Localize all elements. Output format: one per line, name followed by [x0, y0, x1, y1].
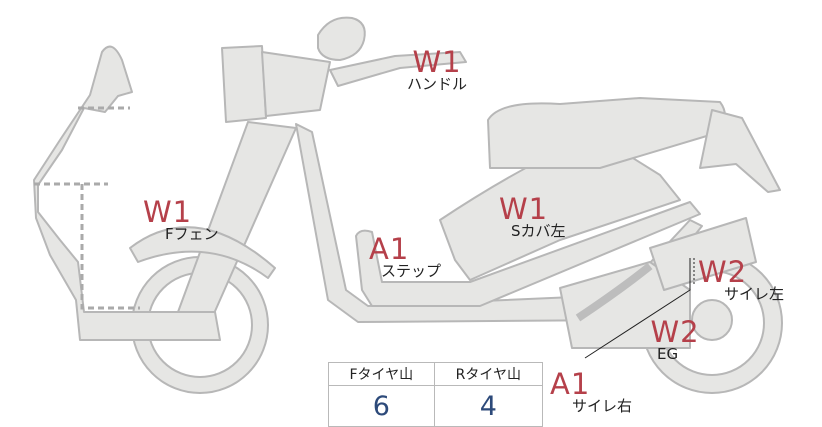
damage-code: W2 — [698, 255, 748, 289]
mirror — [317, 16, 366, 61]
label-engine: W2 EG — [645, 318, 705, 362]
front-tire-header: Fタイヤ山 — [328, 362, 435, 386]
part-name: Fフェン — [165, 225, 219, 243]
part-name: ハンドル — [406, 75, 467, 93]
label-step: A1 ステップ — [365, 235, 465, 279]
tire-tread-table: Fタイヤ山 Rタイヤ山 6 4 — [328, 362, 544, 427]
front-body — [33, 45, 221, 341]
part-name: サイレ左 — [724, 285, 785, 303]
part-name: ステップ — [381, 262, 442, 280]
engine — [559, 261, 691, 349]
damage-code: A1 — [550, 367, 591, 401]
damage-code: A1 — [369, 232, 410, 266]
step-floor — [355, 201, 701, 307]
front-fender — [129, 226, 276, 279]
rear-tire-value: 4 — [433, 385, 544, 427]
handlebar — [329, 51, 467, 87]
part-name: サイレ右 — [572, 397, 633, 415]
label-side-cover-left: W1 Sカバ左 — [495, 195, 585, 239]
guide-line-lower — [80, 184, 140, 310]
muffler-left — [649, 217, 757, 291]
part-name: EG — [657, 345, 679, 363]
rear-cowl — [699, 109, 781, 193]
seat — [487, 97, 726, 169]
frame — [295, 123, 703, 323]
belt — [575, 262, 653, 322]
label-muffler-left: W2 サイレ左 — [696, 258, 806, 302]
damage-code: W1 — [499, 192, 549, 226]
damage-code: W1 — [412, 45, 462, 79]
label-front-fender: W1 Fフェン — [135, 198, 245, 242]
damage-code: W1 — [143, 195, 193, 229]
headlight-cover — [261, 51, 331, 117]
front-tire-value: 6 — [328, 385, 435, 427]
part-name: Sカバ左 — [511, 222, 566, 240]
leader-line — [584, 258, 691, 359]
damage-code: W2 — [650, 315, 700, 349]
rear-hub — [691, 299, 733, 341]
headlight — [221, 45, 267, 123]
rear-tire-header: Rタイヤ山 — [433, 362, 544, 386]
label-muffler-right: A1 サイレ右 — [548, 370, 648, 414]
label-handlebar: W1 ハンドル — [392, 48, 482, 92]
